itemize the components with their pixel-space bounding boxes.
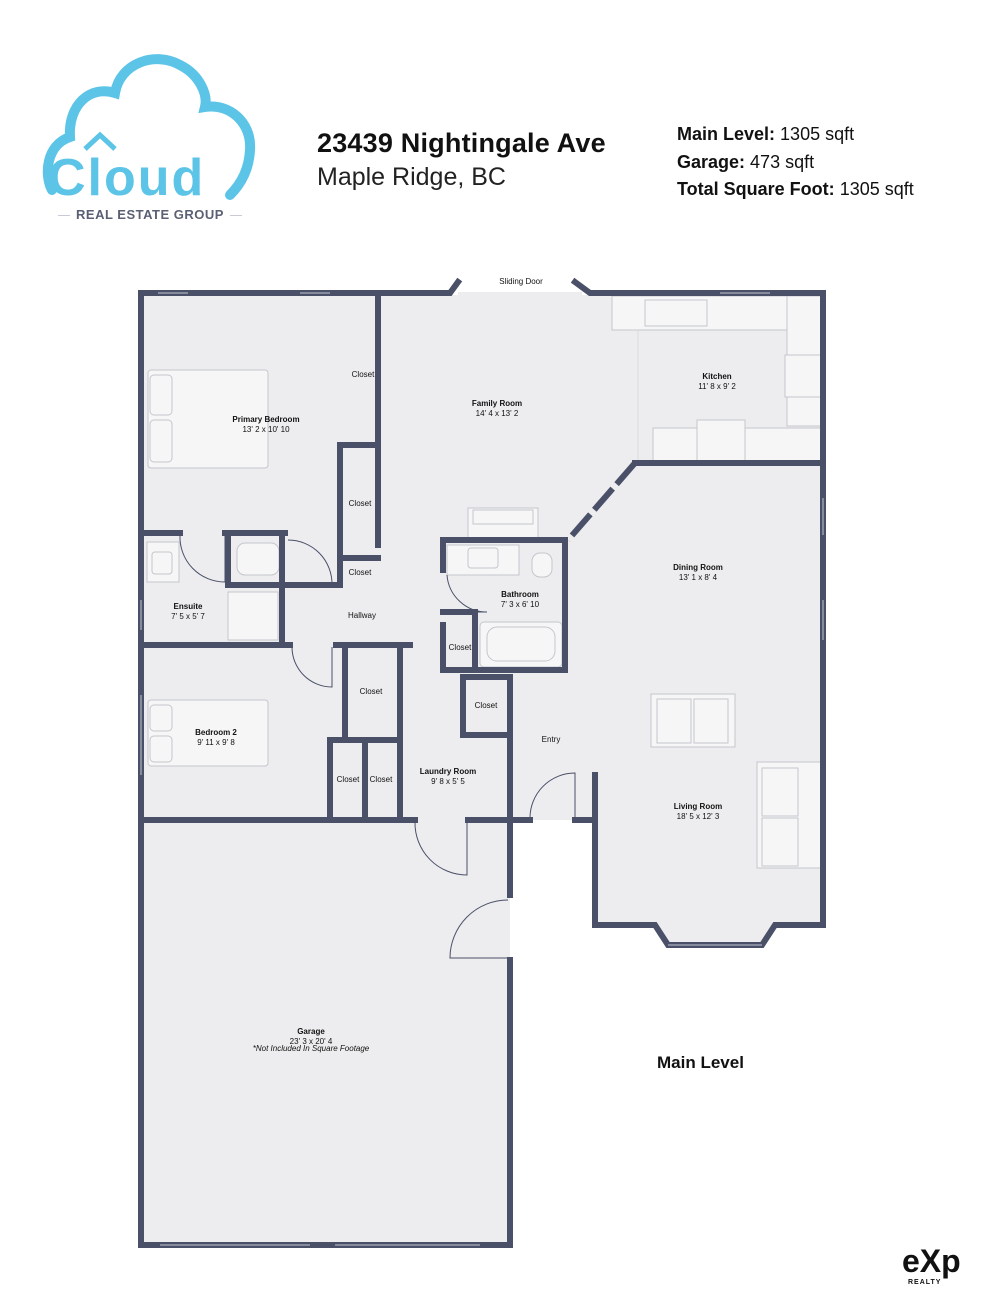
fixtures: [146, 295, 822, 869]
living-room-dims: 18' 5 x 12' 3: [677, 812, 720, 821]
shower-ensuite: [227, 591, 279, 641]
sliding-door-label: Sliding Door: [499, 277, 543, 286]
closet-label-laundry-2: Closet: [370, 775, 393, 784]
laundry-name: Laundry Room: [420, 767, 476, 776]
closet-label-primary: Closet: [352, 370, 375, 379]
exp-subtitle: REALTY: [908, 1279, 941, 1286]
closet-label-hall-lower: Closet: [349, 568, 372, 577]
stat-main-level: Main Level: 1305 sqft: [677, 124, 855, 144]
city-address: Maple Ridge, BC: [317, 163, 506, 191]
closet-label-entry: Closet: [475, 701, 498, 710]
ensuite-name: Ensuite: [174, 602, 203, 611]
toilet-bath: [531, 552, 553, 578]
living-room-name: Living Room: [674, 802, 722, 811]
level-title: Main Level: [657, 1053, 744, 1072]
bathroom-dims: 7' 3 x 6' 10: [501, 600, 540, 609]
primary-bed: [147, 369, 269, 469]
garage-name: Garage: [297, 1027, 325, 1036]
closet-label-hall-upper: Closet: [349, 499, 372, 508]
toilet-ensuite: [236, 542, 280, 576]
kitchen-name: Kitchen: [702, 372, 731, 381]
street-address: 23439 Nightingale Ave: [317, 128, 606, 158]
laundry-dims: 9' 8 x 5' 5: [431, 777, 465, 786]
closet-label-bath: Closet: [449, 643, 472, 652]
bedroom2-bed: [147, 699, 269, 767]
entry-name: Entry: [542, 735, 561, 744]
primary-bedroom-name: Primary Bedroom: [232, 415, 299, 424]
ensuite-dims: 7' 5 x 5' 7: [171, 612, 205, 621]
exp-realty-logo: eXp REALTY: [902, 1243, 961, 1286]
logo-subtitle: REAL ESTATE GROUP: [40, 207, 260, 222]
stat-garage: Garage: 473 sqft: [677, 151, 815, 172]
bathroom-name: Bathroom: [501, 590, 539, 599]
cloud-logo: Cloud: [42, 54, 256, 207]
bedroom2-dims: 9' 11 x 9' 8: [197, 738, 235, 747]
bedroom2-name: Bedroom 2: [195, 728, 237, 737]
closet-label-bedroom2: Closet: [360, 687, 383, 696]
square-footage-stats: Main Level: 1305 sqft Garage: 473 sqft T…: [677, 121, 914, 204]
address-block: 23439 Nightingale Ave Maple Ridge, BC: [317, 128, 606, 192]
family-room-dims: 14' 4 x 13' 2: [476, 409, 519, 418]
family-room-name: Family Room: [472, 399, 522, 408]
doors: [179, 534, 576, 959]
stat-total: Total Square Foot: 1305 sqft: [677, 179, 914, 199]
hallway-name: Hallway: [348, 611, 376, 620]
logo-wordmark: Cloud: [48, 149, 205, 207]
windows: [140, 292, 824, 1246]
garage-note: *Not Included In Square Footage: [253, 1044, 370, 1053]
house-roof-icon: [83, 131, 117, 151]
primary-bedroom-dims: 13' 2 x 10' 10: [242, 425, 290, 434]
cloud-outline-icon: [42, 54, 256, 200]
walls: [138, 277, 826, 1248]
closet-label-laundry-1: Closet: [337, 775, 360, 784]
exp-wordmark: eXp: [902, 1243, 961, 1279]
dining-room-name: Dining Room: [673, 563, 723, 572]
garage-dims: 23' 3 x 20' 4: [290, 1037, 333, 1046]
dining-room-dims: 13' 1 x 8' 4: [679, 573, 718, 582]
kitchen-dims: 11' 8 x 9' 2: [698, 382, 736, 391]
